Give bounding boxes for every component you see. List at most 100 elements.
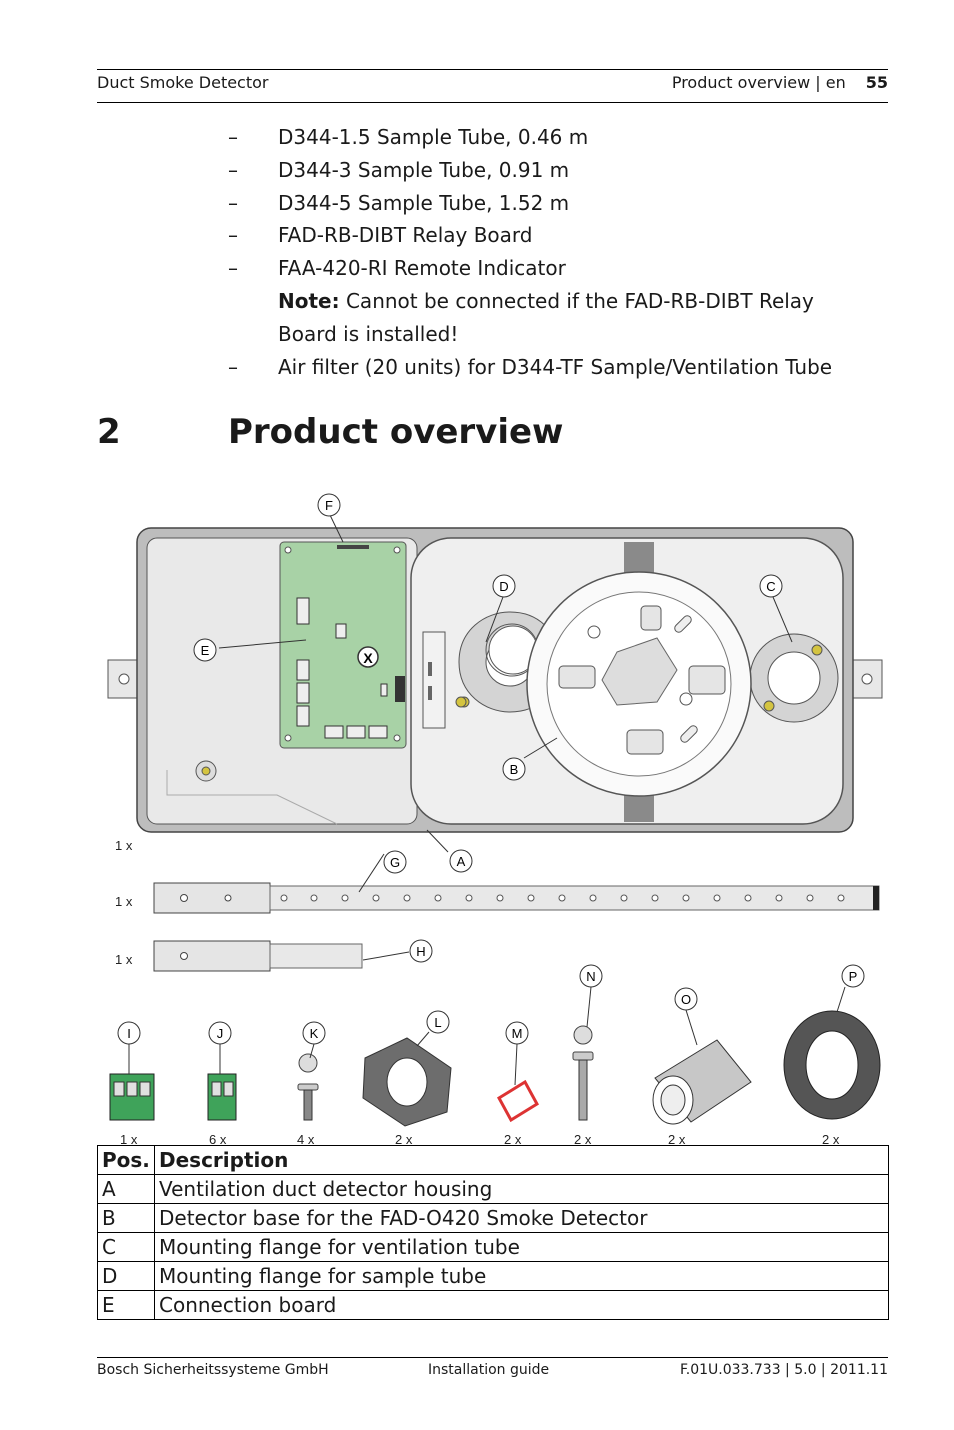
note-label: Note: [278, 288, 340, 313]
qty-strap-short: 1 x [115, 952, 133, 967]
callout-n: N [579, 964, 603, 988]
tube-clip [497, 1079, 539, 1123]
strap-holes [280, 894, 845, 902]
qty-o: 2 x [668, 1132, 686, 1145]
callout-m-label: M [512, 1026, 523, 1041]
cell-pos: E [97, 1290, 155, 1320]
qty-housing: 1 x [115, 838, 133, 853]
list-item: – FAD-RB-DIBT Relay Board [228, 219, 878, 252]
callout-c-label: C [766, 579, 775, 594]
note-line-2: Board is installed! [278, 321, 459, 346]
list-item: –D344-3 Sample Tube, 0.91 m [228, 154, 878, 187]
page-number: 55 [865, 73, 888, 92]
mounting-strap-short [153, 940, 363, 972]
callout-k: K [302, 1021, 326, 1045]
page-header: Duct Smoke Detector Product overview | e… [97, 69, 888, 103]
qty-strap-long: 1 x [115, 894, 133, 909]
list-item: – FAA-420-RI Remote Indicator [228, 252, 878, 285]
list-item-text: FAA-420-RI Remote Indicator [278, 256, 566, 281]
callout-i: I [117, 1021, 141, 1045]
callout-l: L [426, 1010, 450, 1034]
callout-j: J [208, 1021, 232, 1045]
screw-short [297, 1053, 319, 1121]
callout-c: C [759, 574, 783, 598]
callout-l-label: L [434, 1015, 441, 1030]
list-dash: – [228, 125, 238, 149]
connection-board: X [279, 541, 407, 749]
flange-gasket [362, 1037, 452, 1127]
callout-n-label: N [586, 969, 595, 984]
mounting-flange-ventilation [749, 633, 839, 723]
note-line-1: Note: Cannot be connected if the FAD-RB-… [228, 285, 878, 318]
list-item: –D344-5 Sample Tube, 1.52 m [228, 187, 878, 220]
qty-j: 6 x [209, 1132, 227, 1145]
callout-m: M [505, 1021, 529, 1045]
qty-k: 4 x [297, 1132, 315, 1145]
cell-description: Mounting flange for sample tube [154, 1261, 889, 1291]
qty-n: 2 x [574, 1132, 592, 1145]
header-section: Product overview | en [671, 73, 846, 92]
callout-f-label: F [325, 498, 333, 513]
callout-p: P [841, 964, 865, 988]
list-dash: – [228, 256, 238, 281]
list-item-text: FAD-RB-DIBT Relay Board [278, 223, 533, 248]
column-header-pos: Pos. [97, 1145, 155, 1175]
mounting-strap-long [153, 882, 880, 914]
list-item: –Air filter (20 units) for D344-TF Sampl… [228, 351, 878, 384]
product-overview-figure: X [107, 493, 883, 1145]
page-footer: Bosch Sicherheitssysteme GmbH Installati… [97, 1357, 888, 1378]
screw-long [572, 1025, 594, 1121]
callout-e-label: E [201, 643, 210, 658]
terminal-block-3pin [109, 1073, 155, 1121]
footer-company: Bosch Sicherheitssysteme GmbH [97, 1362, 329, 1378]
table-header-row: Pos. Description [97, 1145, 889, 1175]
footer-doc-id: F.01U.033.733 | 5.0 | 2011.11 [679, 1362, 888, 1378]
callout-g-label: G [390, 855, 400, 870]
section-number: 2 [97, 412, 121, 452]
list-item-text: D344-1.5 Sample Tube, 0.46 m [278, 125, 589, 149]
callout-h: H [409, 939, 433, 963]
callout-h-label: H [416, 944, 425, 959]
cell-description: Detector base for the FAD-O420 Smoke Det… [154, 1203, 889, 1233]
header-right: Product overview | en 55 [672, 73, 888, 92]
callout-o: O [674, 987, 698, 1011]
mounting-tab-left [107, 659, 141, 699]
footer-doc-type: Installation guide [428, 1362, 550, 1378]
cell-description: Connection board [154, 1290, 889, 1320]
list-dash: – [228, 223, 238, 248]
qty-i: 1 x [120, 1132, 138, 1145]
list-item-text: D344-3 Sample Tube, 0.91 m [278, 157, 570, 182]
list-item-text: D344-5 Sample Tube, 1.52 m [278, 190, 570, 215]
accessory-list: –D344-1.5 Sample Tube, 0.46 m –D344-3 Sa… [228, 121, 878, 383]
list-item-text: Air filter (20 units) for D344-TF Sample… [278, 354, 833, 379]
quantity-labels: 1 x 1 x 1 x 1 x 6 x 4 x 2 x 2 x 2 x 2 x … [115, 838, 840, 1145]
section-title: Product overview [228, 412, 564, 452]
callout-e: E [193, 638, 217, 662]
header-doc-title: Duct Smoke Detector [97, 73, 269, 92]
callout-g: G [383, 850, 407, 874]
note-text-1: Cannot be connected if the FAD-RB-DIBT R… [339, 288, 814, 313]
qty-m: 2 x [504, 1132, 522, 1145]
cell-pos: B [97, 1203, 155, 1233]
air-filter [652, 1039, 752, 1125]
leader-lines [128, 514, 846, 1086]
qty-l: 2 x [395, 1132, 413, 1145]
callout-f: F [317, 493, 341, 517]
callout-d: D [492, 574, 516, 598]
qty-p: 2 x [822, 1132, 840, 1145]
cell-pos: C [97, 1232, 155, 1262]
callout-b-label: B [510, 762, 519, 777]
callout-j-label: J [217, 1026, 224, 1041]
terminal-block-2pin [207, 1073, 237, 1121]
cell-pos: D [97, 1261, 155, 1291]
callout-a-label: A [457, 854, 466, 869]
column-header-description: Description [154, 1145, 889, 1175]
board-mark: X [363, 650, 373, 666]
sealing-ring [783, 1010, 881, 1120]
callout-p-label: P [849, 969, 858, 984]
callout-b: B [502, 757, 526, 781]
